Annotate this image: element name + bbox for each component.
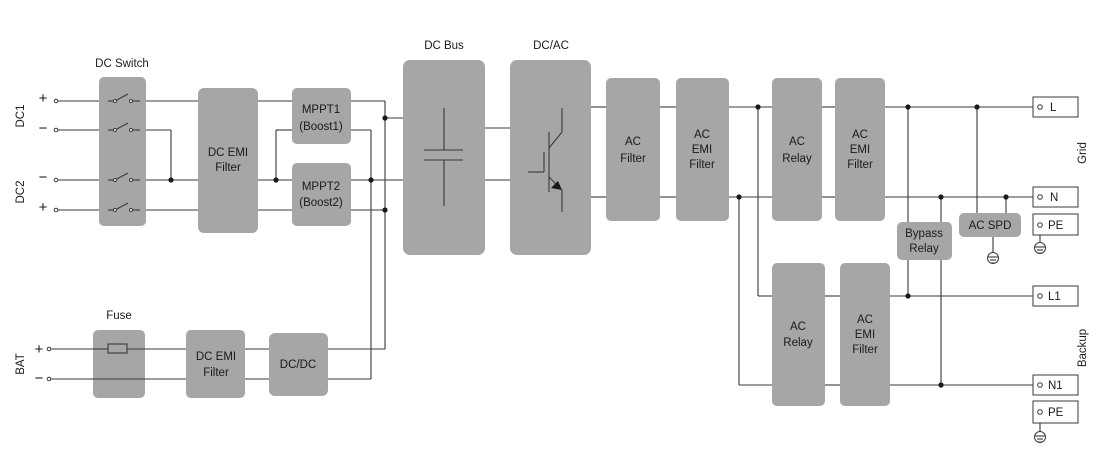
dc1-minus-sign: − xyxy=(39,120,48,137)
bat-label: BAT xyxy=(15,353,27,375)
ac-filter-line1: AC xyxy=(625,136,641,148)
terminal-l1: L1 xyxy=(1048,291,1061,303)
ac-emi-filter-block xyxy=(676,78,729,221)
ground-icon xyxy=(1034,242,1046,254)
grid-ac-relay-line2: Relay xyxy=(782,153,812,165)
mppt1-block xyxy=(292,88,351,144)
ground-icon xyxy=(1034,431,1046,443)
output-terminals: L N PE L1 N1 PE xyxy=(1032,96,1079,424)
ground-icon xyxy=(987,252,999,264)
fuse-symbol xyxy=(93,343,145,380)
dc1-label: DC1 xyxy=(15,104,27,127)
dc-emi-filter-line1: DC EMI xyxy=(208,147,248,159)
mppt2-line2: (Boost2) xyxy=(299,197,343,209)
terminal-n1: N1 xyxy=(1048,380,1063,392)
ac-spd-label: AC SPD xyxy=(969,220,1012,232)
ac-emi-filter-line2: EMI xyxy=(692,144,712,156)
terminal-n: N xyxy=(1050,192,1058,204)
backup-ac-relay-line2: Relay xyxy=(783,337,813,349)
ac-filter-line2: Filter xyxy=(620,153,646,165)
backup-ac-emi-filter-line2: EMI xyxy=(855,329,875,341)
grid-ac-relay-block xyxy=(772,78,822,221)
dc-ac-block xyxy=(510,60,591,255)
mppt1-line2: (Boost1) xyxy=(299,121,343,133)
terminal-grid-pe: PE xyxy=(1048,220,1064,232)
grid-ac-relay-line1: AC xyxy=(789,136,805,148)
mppt2-block xyxy=(292,163,351,226)
dc2-minus-sign: − xyxy=(39,169,48,186)
dc2-plus-sign: + xyxy=(39,199,48,216)
grid-label: Grid xyxy=(1077,142,1089,164)
mppt2-line1: MPPT2 xyxy=(302,181,340,193)
dc1-plus-sign: + xyxy=(39,90,48,107)
backup-ac-relay-line1: AC xyxy=(790,321,806,333)
input-terminals xyxy=(46,98,59,382)
igbt-symbol xyxy=(528,108,563,212)
dc-switch-block xyxy=(99,77,146,226)
bat-dc-emi-filter-line2: Filter xyxy=(203,367,229,379)
bat-plus-sign: + xyxy=(35,341,44,358)
backup-label: Backup xyxy=(1077,329,1089,367)
bypass-relay-block xyxy=(897,222,952,260)
mppt1-line1: MPPT1 xyxy=(302,104,340,116)
backup-ac-relay-block xyxy=(772,263,825,406)
bypass-relay-line2: Relay xyxy=(909,243,939,255)
ac-emi-filter-line3: Filter xyxy=(689,159,715,171)
backup-ac-emi-filter-line3: Filter xyxy=(852,344,878,356)
dc2-label: DC2 xyxy=(15,180,27,203)
grid-ac-emi-filter-line2: EMI xyxy=(850,144,870,156)
ac-filter-block xyxy=(606,78,660,221)
ac-spd-block xyxy=(959,213,1021,237)
dc-emi-filter-block xyxy=(198,88,258,233)
dcdc-label: DC/DC xyxy=(280,359,316,371)
dc-ac-label: DC/AC xyxy=(533,40,569,52)
backup-ac-emi-filter-block xyxy=(840,263,890,406)
bypass-relay-line1: Bypass xyxy=(905,228,943,240)
terminal-l: L xyxy=(1050,102,1057,114)
terminal-backup-pe: PE xyxy=(1048,407,1064,419)
fuse-block xyxy=(93,330,145,398)
dcdc-block xyxy=(269,333,328,396)
dc-bus-block xyxy=(403,60,485,255)
grid-ac-emi-filter-line3: Filter xyxy=(847,159,873,171)
dc-bus-label: DC Bus xyxy=(424,40,464,52)
grid-ac-emi-filter-line1: AC xyxy=(852,129,868,141)
dc-emi-filter-line2: Filter xyxy=(215,162,241,174)
bat-dc-emi-filter-line1: DC EMI xyxy=(196,351,236,363)
bat-minus-sign: − xyxy=(35,370,44,387)
ac-emi-filter-line1: AC xyxy=(694,129,710,141)
capacitor-symbol xyxy=(424,108,463,206)
backup-ac-emi-filter-line1: AC xyxy=(857,314,873,326)
fuse-label: Fuse xyxy=(106,310,132,322)
grid-ac-emi-filter-block xyxy=(835,78,885,221)
junction-dots xyxy=(168,104,1009,388)
bat-dc-emi-filter-block xyxy=(186,330,245,398)
dc-switch-label: DC Switch xyxy=(95,58,149,70)
